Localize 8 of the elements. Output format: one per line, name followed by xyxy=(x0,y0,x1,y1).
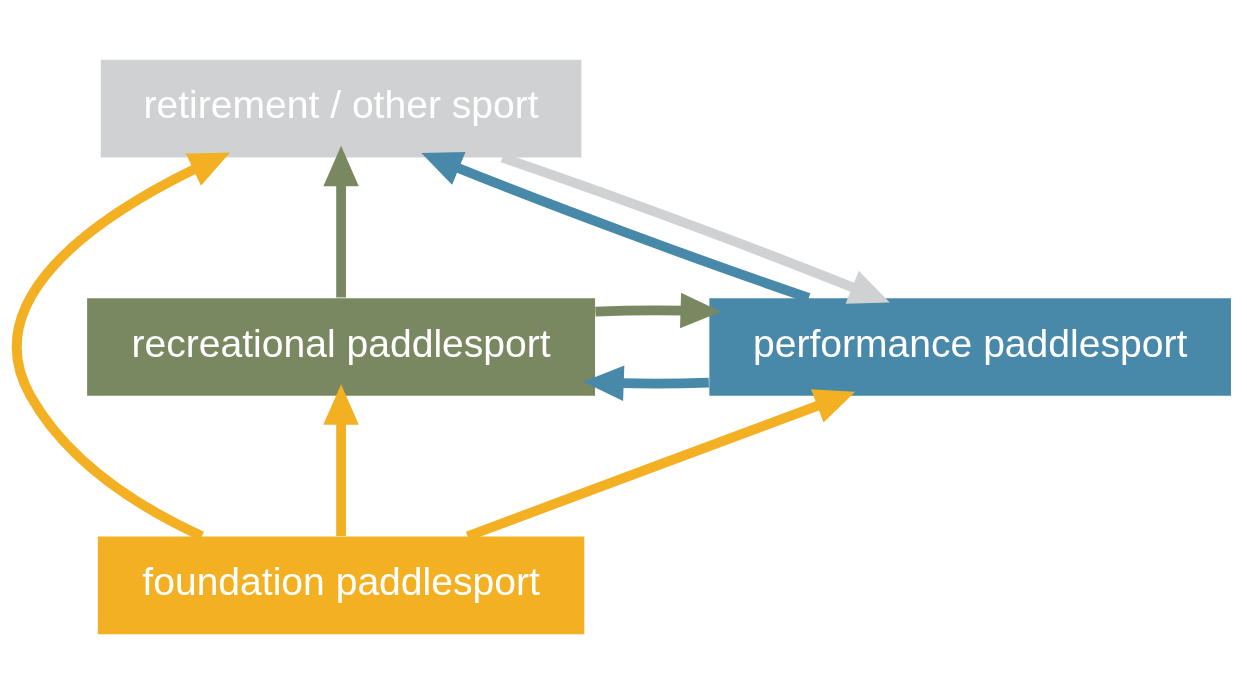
arrow xyxy=(595,292,721,328)
arrow xyxy=(583,365,709,401)
arrow xyxy=(323,383,359,536)
node-box: foundation paddlesport xyxy=(97,536,585,634)
node-box: performance paddlesport xyxy=(709,297,1231,396)
node-box: recreational paddlesport xyxy=(87,297,596,396)
arrow xyxy=(323,145,359,298)
arrow xyxy=(421,151,811,302)
